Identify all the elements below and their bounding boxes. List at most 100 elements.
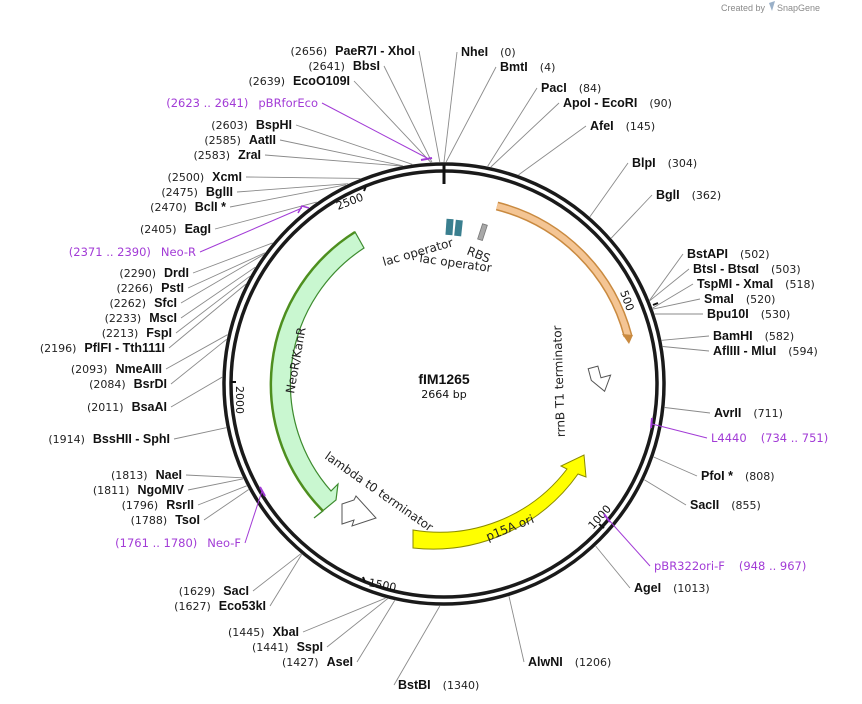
site-leader-avrii <box>664 407 711 414</box>
primer-leader-neo-r <box>199 207 303 253</box>
ruler-label-2500: 2500 <box>334 191 365 213</box>
site-leader-xcmi <box>245 176 361 179</box>
site-leader-eagi <box>214 201 317 230</box>
site-pos-paci: (84) <box>579 82 602 95</box>
site-name-zrai: ZraI <box>238 148 261 162</box>
site-pos-naei: (1813) <box>111 469 148 482</box>
site-name-tsoi: TsoI <box>175 513 200 527</box>
site-leader-psti <box>187 252 266 289</box>
site-leader-afei <box>518 125 587 176</box>
feature-orange-arc <box>496 203 631 337</box>
site-pos-eco53ki: (1627) <box>174 600 211 613</box>
site-name-bgli: BglI <box>656 188 680 202</box>
snapgene-logo-icon <box>769 1 775 11</box>
site-name-naei: NaeI <box>156 468 182 482</box>
ruler-tick-1500 <box>362 576 366 583</box>
label-lines <box>165 50 711 686</box>
ruler-tick-2500 <box>363 185 367 192</box>
site-leader-bsshii-sphi <box>173 427 227 440</box>
site-name-sspi: SspI <box>297 640 323 654</box>
site-name-nmeaiii: NmeAIII <box>115 362 162 376</box>
site-leader-drdi <box>192 242 273 274</box>
site-pos-blpi: (304) <box>668 157 698 170</box>
site-name-xcmi: XcmI <box>212 170 242 184</box>
site-leader-naei <box>185 474 243 479</box>
site-pos-pflfi-tth111i: (2196) <box>40 342 77 355</box>
site-leader-ecoo109i <box>353 80 432 163</box>
site-pos-bbsi: (2641) <box>308 60 345 73</box>
site-name-bbsi: BbsI <box>353 59 380 73</box>
primer-leader-pbrforeco <box>321 102 428 159</box>
primer-range-neo-r: (2371 .. 2390) <box>69 245 151 259</box>
site-name-ecoo109i: EcoO109I <box>293 74 350 88</box>
site-leader-alwni <box>508 596 525 663</box>
site-pos-bpu10i: (530) <box>761 308 791 321</box>
site-name-pfoi: PfoI * <box>701 469 733 483</box>
site-name-msci: MscI <box>149 311 177 325</box>
site-leader-paer7i-xhoi <box>418 50 441 163</box>
primer-mark-neo-f <box>259 486 266 497</box>
site-name-drdi: DrdI <box>164 266 189 280</box>
site-leader-aatii <box>279 139 403 167</box>
feature-neor-kanr-edge <box>269 230 356 512</box>
site-name-pflfi-tth111i: PflFI - Tth111I <box>84 341 165 355</box>
site-leader-bamhi <box>661 335 710 341</box>
site-name-fspi: FspI <box>146 326 172 340</box>
primer-leader-l4440 <box>651 423 708 439</box>
site-name-psti: PstI <box>161 281 184 295</box>
site-pos-zrai: (2583) <box>193 149 230 162</box>
site-name-bglii: BglII <box>206 185 233 199</box>
site-leader-msci <box>180 266 256 319</box>
site-leader-bstapi <box>649 253 684 301</box>
site-leader-blpi <box>589 162 629 217</box>
site-name-asei: AseI <box>327 655 353 669</box>
site-pos-smai: (520) <box>746 293 776 306</box>
site-leader-bstbi <box>393 605 441 686</box>
site-name-rsrii: RsrII <box>166 498 194 512</box>
site-pos-sspi: (1441) <box>252 641 289 654</box>
plasmid-name: fIM1265 <box>418 371 470 387</box>
site-pos-bglii: (2475) <box>161 186 198 199</box>
primer-name-neo-f: Neo-F <box>207 536 241 550</box>
site-pos-tspmi-xmai: (518) <box>785 278 815 291</box>
primer-range-neo-f: (1761 .. 1780) <box>115 536 197 550</box>
site-leader-nmeaiii <box>165 334 228 370</box>
label-rrnb-t1-terminator: rrnB T1 terminator <box>550 325 568 437</box>
site-pos-nmeaiii: (2093) <box>71 363 108 376</box>
site-name-afei: AfeI <box>590 119 614 133</box>
site-leader-bsaai <box>170 376 223 408</box>
primer-leader-pbr322ori-f <box>606 517 651 567</box>
site-leader-asei <box>356 600 396 663</box>
site-name-aatii: AatII <box>249 133 276 147</box>
feature-rrnb-t1-arrow <box>587 365 612 393</box>
site-pos-bmti: (4) <box>540 61 556 74</box>
feature-orange-arc-outline <box>495 201 633 338</box>
site-leader-zrai <box>264 154 402 167</box>
primer-mark-l4440 <box>650 417 653 429</box>
ruler-label-2000: 2000 <box>233 386 246 414</box>
site-pos-xcmi: (2500) <box>168 171 205 184</box>
site-leader-tspmi-xmai <box>652 283 694 309</box>
site-leader-bmti <box>445 66 497 163</box>
site-leader-afliii-mlui <box>662 346 710 352</box>
site-name-smai: SmaI <box>704 292 734 306</box>
site-pos-eagi: (2405) <box>140 223 177 236</box>
site-leader-sspi <box>326 598 388 648</box>
site-pos-afliii-mlui: (594) <box>788 345 818 358</box>
backbone-outer-strand <box>222 162 666 606</box>
primer-name-neo-r: Neo-R <box>161 245 196 259</box>
primer-range-pbr322ori-f: (948 .. 967) <box>739 559 807 573</box>
site-name-paer7i-xhoi: PaeR7I - XhoI <box>335 44 415 58</box>
site-pos-bgli: (362) <box>692 189 722 202</box>
site-leader-bbsi <box>383 65 433 163</box>
feature-lambda-t0-arrow <box>341 495 377 527</box>
site-pos-asei: (1427) <box>282 656 319 669</box>
credit-prefix: Created by <box>721 3 766 13</box>
site-name-eco53ki: Eco53kI <box>219 599 266 613</box>
site-name-bcli: BclI * <box>195 200 226 214</box>
site-pos-bamhi: (582) <box>765 330 795 343</box>
feature-orange-arc-head <box>622 334 633 344</box>
site-leader-tsoi <box>203 489 249 521</box>
site-name-ngomiv: NgoMIV <box>137 483 184 497</box>
site-name-alwni: AlwNI <box>528 655 563 669</box>
